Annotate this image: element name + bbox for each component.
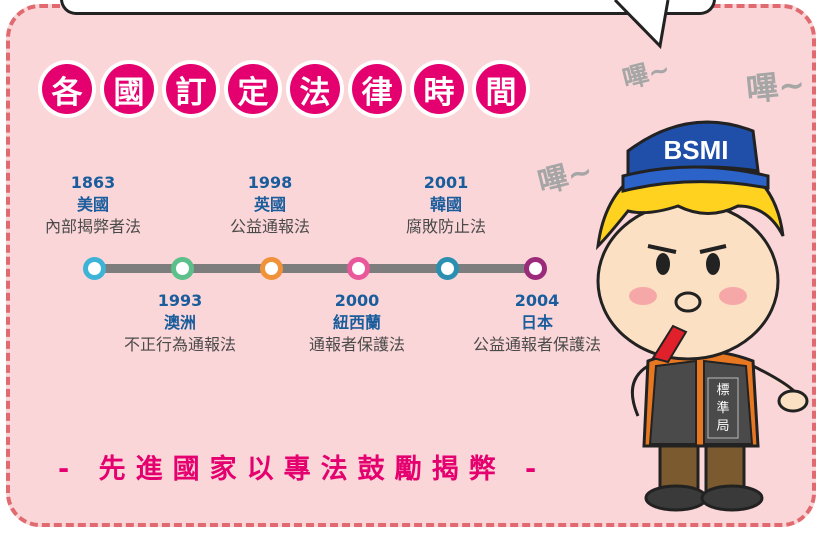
event-year: 2000 bbox=[334, 291, 380, 310]
title-char: 定 bbox=[228, 64, 278, 114]
vest-text: 準 bbox=[716, 400, 729, 415]
event-year: 1863 bbox=[70, 173, 116, 192]
event-country: 美國 bbox=[76, 195, 109, 214]
timeline-event: 1863 美國 內部揭弊者法 bbox=[3, 172, 183, 238]
event-country: 澳洲 bbox=[163, 313, 196, 332]
event-law: 內部揭弊者法 bbox=[44, 217, 141, 236]
title-char: 律 bbox=[352, 64, 402, 114]
event-year: 2004 bbox=[514, 291, 560, 310]
timeline-line bbox=[92, 264, 538, 273]
timeline-event: 2000 紐西蘭 通報者保護法 bbox=[267, 290, 447, 356]
title-char: 法 bbox=[290, 64, 340, 114]
timeline-dot bbox=[171, 257, 194, 280]
timeline-dot bbox=[347, 257, 370, 280]
event-law: 腐敗防止法 bbox=[405, 217, 486, 236]
timeline-event: 2001 韓國 腐敗防止法 bbox=[356, 172, 536, 238]
event-law: 通報者保護法 bbox=[308, 335, 405, 354]
title-char: 間 bbox=[476, 64, 526, 114]
vest-text: 局 bbox=[716, 418, 729, 433]
vest-text: 標 bbox=[716, 382, 729, 397]
timeline-dot bbox=[260, 257, 283, 280]
event-law: 公益通報者保護法 bbox=[472, 335, 601, 354]
title-char: 各 bbox=[42, 64, 92, 114]
event-country: 英國 bbox=[253, 195, 286, 214]
speech-bubble-tail bbox=[613, 0, 670, 50]
event-year: 1998 bbox=[247, 173, 293, 192]
event-year: 1993 bbox=[157, 291, 203, 310]
event-law: 公益通報法 bbox=[229, 217, 310, 236]
timeline-event: 2004 日本 公益通報者保護法 bbox=[447, 290, 627, 356]
event-year: 2001 bbox=[423, 173, 469, 192]
title-char: 時 bbox=[414, 64, 464, 114]
timeline-dot bbox=[83, 257, 106, 280]
event-country: 韓國 bbox=[429, 195, 462, 214]
slogan: - 先進國家以專法鼓勵揭弊 - bbox=[58, 454, 547, 485]
timeline-dot bbox=[524, 257, 547, 280]
event-country: 紐西蘭 bbox=[332, 313, 381, 332]
title-char: 國 bbox=[104, 64, 154, 114]
event-country: 日本 bbox=[520, 313, 553, 332]
title-char: 訂 bbox=[166, 64, 216, 114]
mascot-illustration: 標 準 局 BSMI bbox=[595, 120, 809, 512]
page-title: 各 國 訂 定 法 律 時 間 bbox=[42, 64, 526, 114]
timeline-event: 1998 英國 公益通報法 bbox=[180, 172, 360, 238]
cap-text: BSMI bbox=[664, 135, 729, 165]
timeline-dot bbox=[436, 257, 459, 280]
event-law: 不正行為通報法 bbox=[123, 335, 236, 354]
timeline-event: 1993 澳洲 不正行為通報法 bbox=[90, 290, 270, 356]
